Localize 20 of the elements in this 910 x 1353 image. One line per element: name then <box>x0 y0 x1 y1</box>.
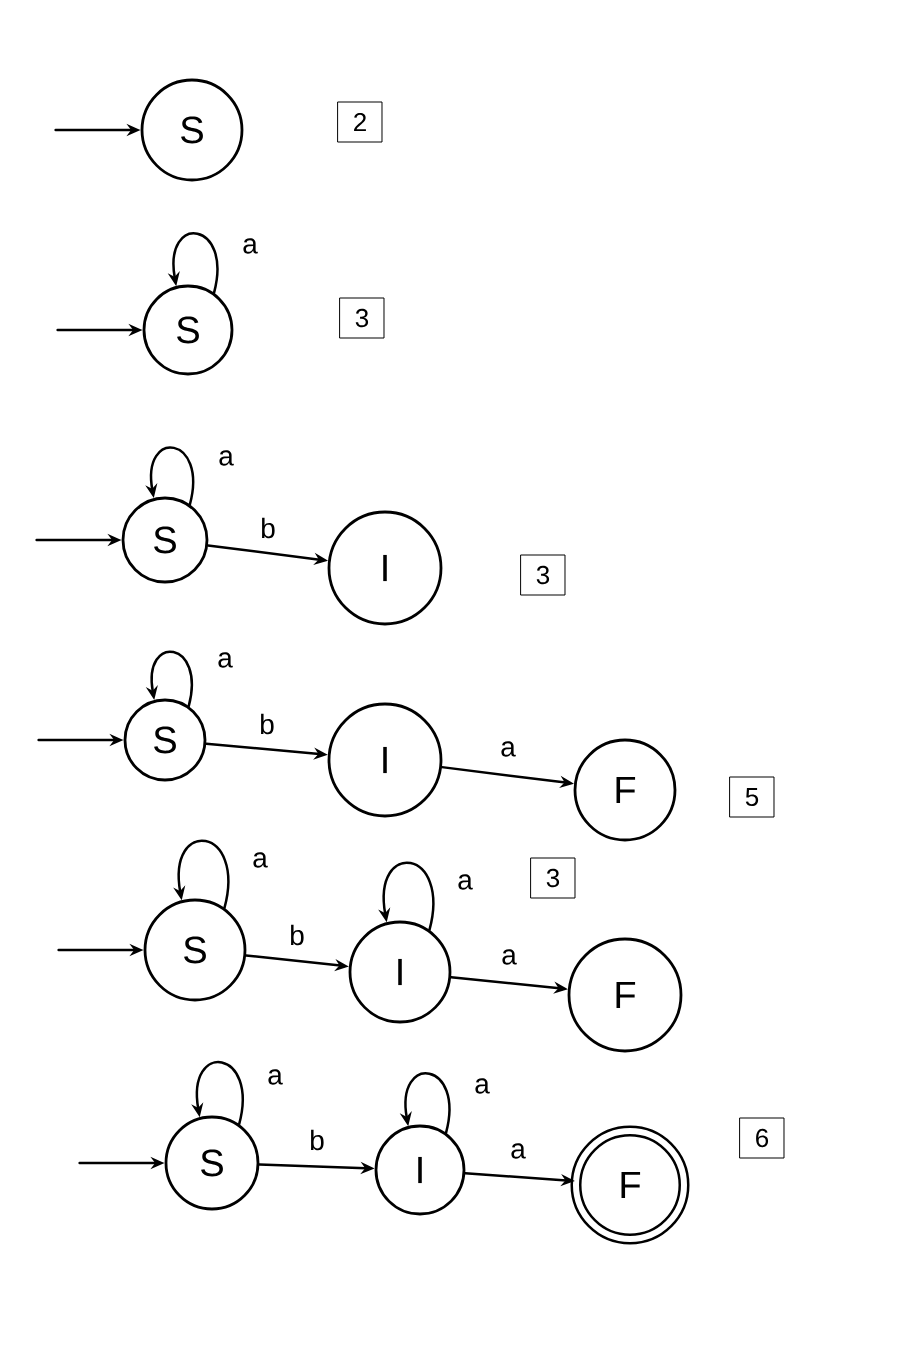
number-box: 3 <box>530 857 576 899</box>
number-box: 5 <box>729 776 775 818</box>
edge-label: a <box>499 740 517 758</box>
number-box: 2 <box>337 101 383 143</box>
edge-label: a <box>456 873 474 891</box>
edge-label: b <box>259 516 277 540</box>
edge-label: a <box>241 237 259 255</box>
edge-label: a <box>217 449 235 467</box>
number-box: 3 <box>339 297 385 339</box>
edge-label: a <box>509 1142 527 1160</box>
edge-label: a <box>251 851 269 869</box>
number-box: 6 <box>739 1117 785 1159</box>
edge-label: b <box>308 1128 326 1152</box>
edge-label: a <box>473 1077 491 1095</box>
edge-label: b <box>288 923 306 947</box>
edge-label: a <box>266 1068 284 1086</box>
number-box: 3 <box>520 554 566 596</box>
edge-label: a <box>216 651 234 669</box>
edge-label: a <box>500 948 518 966</box>
edge-label: b <box>258 712 276 736</box>
